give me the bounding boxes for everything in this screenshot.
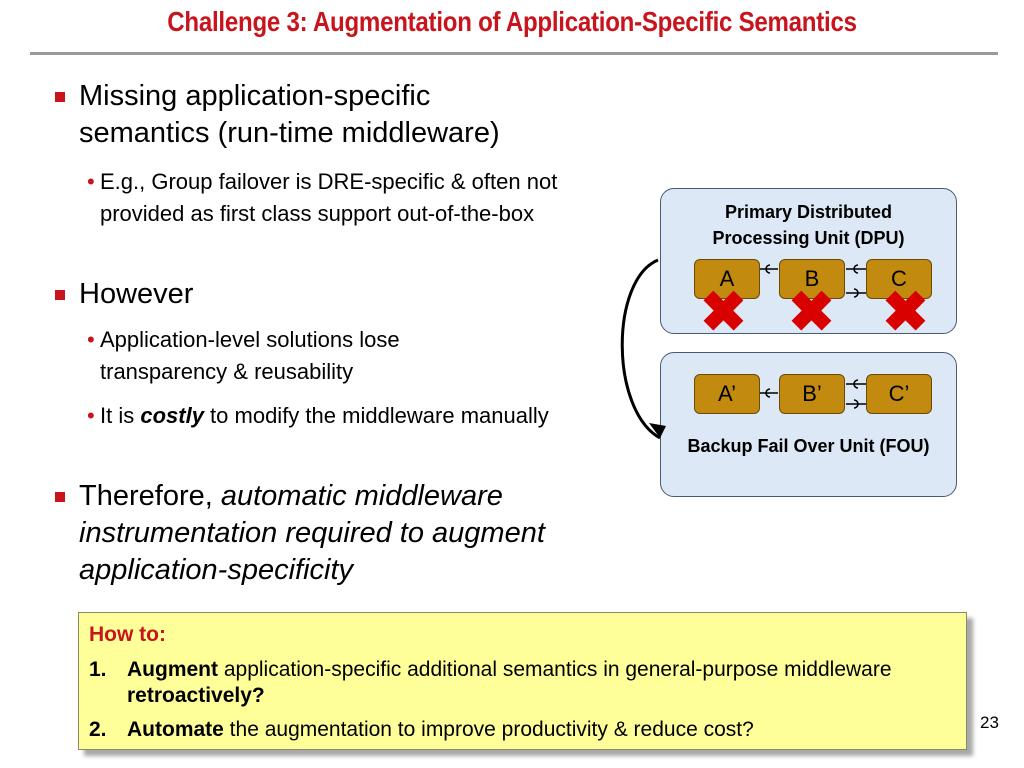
how-to-box: How to: 1. Augment application-specific … xyxy=(78,612,967,750)
sub-bullet-dot-icon: • xyxy=(87,327,95,352)
sub-bullet-dot-icon: • xyxy=(87,403,95,428)
sub-bullet-dot-icon: • xyxy=(87,169,95,194)
slide-title: Challenge 3: Augmentation of Application… xyxy=(167,6,857,37)
primary-connectors xyxy=(760,264,866,409)
component-b: B xyxy=(779,259,845,299)
bullet-marker-icon xyxy=(55,92,65,102)
failover-arrow xyxy=(620,258,661,440)
page-number: 23 xyxy=(980,713,999,732)
bullet-marker-icon xyxy=(55,290,65,300)
item-text: Automate the augmentation to improve pro… xyxy=(127,718,754,741)
bullet-text: However xyxy=(79,278,194,310)
failed-x-icon: ✖ xyxy=(700,280,747,343)
primary-dpu-label: Primary Distributed Processing Unit (DPU… xyxy=(712,202,905,248)
component-b-prime: B’ xyxy=(779,374,845,414)
sub-bullet-text: Application-level solutions lose transpa… xyxy=(100,327,400,384)
bullet-text: Therefore, automatic middleware instrume… xyxy=(79,480,545,586)
how-to-title: How to: xyxy=(89,623,166,646)
failed-x-icon: ✖ xyxy=(882,280,929,343)
component-a-prime: A’ xyxy=(694,374,760,414)
sub-bullet-text: E.g., Group failover is DRE-specific & o… xyxy=(100,169,558,226)
title-divider xyxy=(30,52,998,55)
failover-arrow-head xyxy=(649,423,666,438)
failed-x-icon: ✖ xyxy=(788,280,835,343)
bullet-text: Missing application-specific semantics (… xyxy=(79,80,500,149)
item-number: 2. xyxy=(89,718,107,741)
item-text: Augment application-specific additional … xyxy=(127,658,892,707)
sub-bullet-text: It is costly to modify the middleware ma… xyxy=(100,403,549,428)
component-c: C xyxy=(866,259,932,299)
emphasis-costly: costly xyxy=(140,403,204,428)
emphasis-automatic-instrumentation: automatic middleware instrumentation req… xyxy=(79,480,545,586)
component-a: A xyxy=(694,259,760,299)
diagram-connectors xyxy=(620,258,866,440)
backup-fou-label: Backup Fail Over Unit (FOU) xyxy=(687,436,930,456)
item-number: 1. xyxy=(89,658,107,681)
component-c-prime: C’ xyxy=(866,374,932,414)
bullet-marker-icon xyxy=(55,492,65,502)
